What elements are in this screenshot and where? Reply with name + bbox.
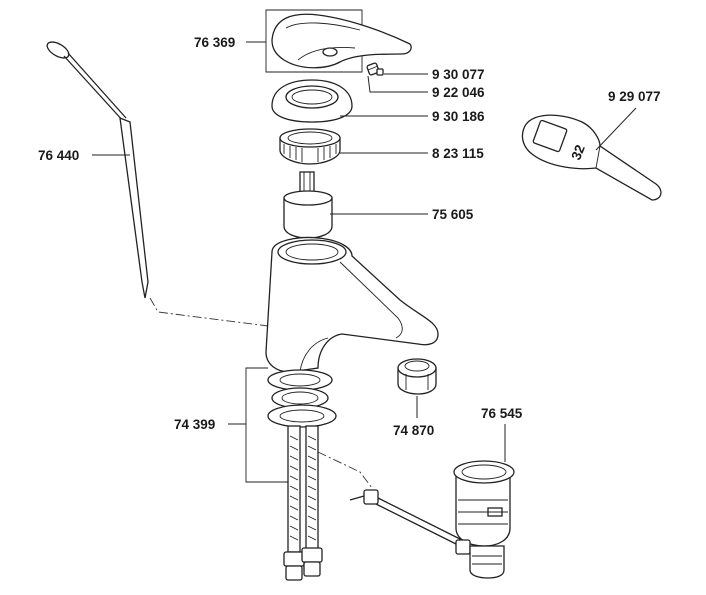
cover-cap-part [271,79,428,123]
label-nut: 8 23 115 [432,146,484,161]
wrench-size-mark: 32 [568,143,588,163]
mounting-set-part [228,367,337,581]
label-handle: 76 369 [194,35,235,50]
waste-part [317,424,515,579]
label-cover-cap: 9 30 186 [432,109,485,124]
wrench-part [521,107,662,201]
label-screw: 9 30 077 [432,67,485,82]
faucet-body [265,236,439,373]
screw-part [366,62,428,93]
label-plug: 9 22 046 [432,85,485,100]
handle-part [246,9,412,73]
label-waste: 76 545 [481,406,523,421]
label-lift-rod: 76 440 [38,148,79,163]
label-wrench: 9 29 077 [608,89,661,104]
label-aerator: 74 870 [393,423,434,438]
cartridge-part [283,171,428,239]
label-cartridge: 75 605 [432,207,474,222]
lift-rod-part [46,41,269,327]
label-mounting-set: 74 399 [174,417,215,432]
nut-part [279,128,428,165]
aerator-part [397,358,437,418]
